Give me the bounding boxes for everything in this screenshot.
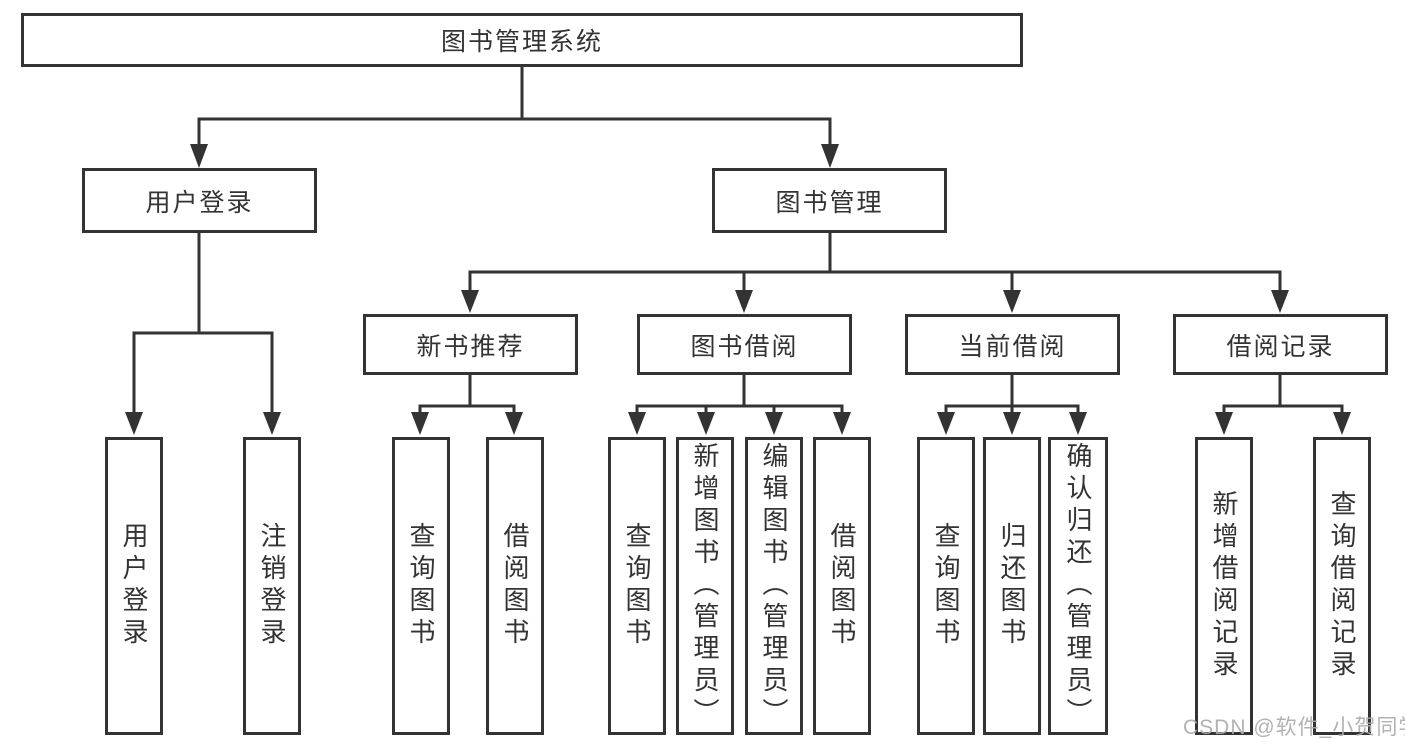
leaf-user-login-label: 用户登录: [119, 522, 149, 650]
watermark: CSDN @软件_小贺同学: [1183, 716, 1405, 739]
leaf-query-borrow-record: 查询借阅记录: [1313, 437, 1371, 735]
leaf-confirm-return-admin-label: 确认归还（管理员）: [1063, 442, 1093, 730]
node-book-borrow: 图书借阅: [637, 314, 852, 375]
leaf-user-login: 用户登录: [105, 437, 163, 735]
leaf-add-borrow-record-label: 新增借阅记录: [1209, 490, 1239, 682]
leaf-query-book-1-label: 查询图书: [406, 522, 436, 650]
leaf-borrow-book-1-label: 借阅图书: [500, 522, 530, 650]
leaf-return-book: 归还图书: [983, 437, 1041, 735]
leaf-add-book-admin: 新增图书（管理员）: [676, 437, 734, 735]
node-borrow-record: 借阅记录: [1173, 314, 1388, 375]
leaf-add-book-admin-label: 新增图书（管理员）: [690, 442, 720, 730]
node-user-login-label: 用户登录: [145, 188, 254, 217]
node-book-borrow-label: 图书借阅: [690, 332, 799, 361]
node-borrow-record-label: 借阅记录: [1226, 332, 1335, 361]
node-new-book-recommend-label: 新书推荐: [416, 332, 525, 361]
leaf-edit-book-admin-label: 编辑图书（管理员）: [759, 442, 789, 730]
node-current-borrow: 当前借阅: [905, 314, 1120, 375]
leaf-query-book-3: 查询图书: [917, 437, 975, 735]
leaf-logout-login-label: 注销登录: [257, 522, 287, 650]
leaf-borrow-book-2-label: 借阅图书: [827, 522, 857, 650]
leaf-query-book-3-label: 查询图书: [931, 522, 961, 650]
leaf-query-book-2: 查询图书: [608, 437, 666, 735]
leaf-confirm-return-admin: 确认归还（管理员）: [1048, 437, 1108, 735]
leaf-return-book-label: 归还图书: [997, 522, 1027, 650]
leaf-borrow-book-2: 借阅图书: [813, 437, 871, 735]
leaf-add-borrow-record: 新增借阅记录: [1195, 437, 1253, 735]
node-user-login: 用户登录: [82, 168, 317, 233]
node-new-book-recommend: 新书推荐: [363, 314, 578, 375]
leaf-query-book-2-label: 查询图书: [622, 522, 652, 650]
node-book-management-label: 图书管理: [775, 188, 884, 217]
node-book-management: 图书管理: [712, 168, 947, 233]
node-root: 图书管理系统: [21, 13, 1023, 67]
leaf-edit-book-admin: 编辑图书（管理员）: [745, 437, 803, 735]
leaf-query-book-1: 查询图书: [392, 437, 450, 735]
node-root-label: 图书管理系统: [440, 28, 603, 56]
node-current-borrow-label: 当前借阅: [958, 332, 1067, 361]
leaf-query-borrow-record-label: 查询借阅记录: [1327, 490, 1357, 682]
leaf-borrow-book-1: 借阅图书: [486, 437, 544, 735]
leaf-logout-login: 注销登录: [243, 437, 301, 735]
